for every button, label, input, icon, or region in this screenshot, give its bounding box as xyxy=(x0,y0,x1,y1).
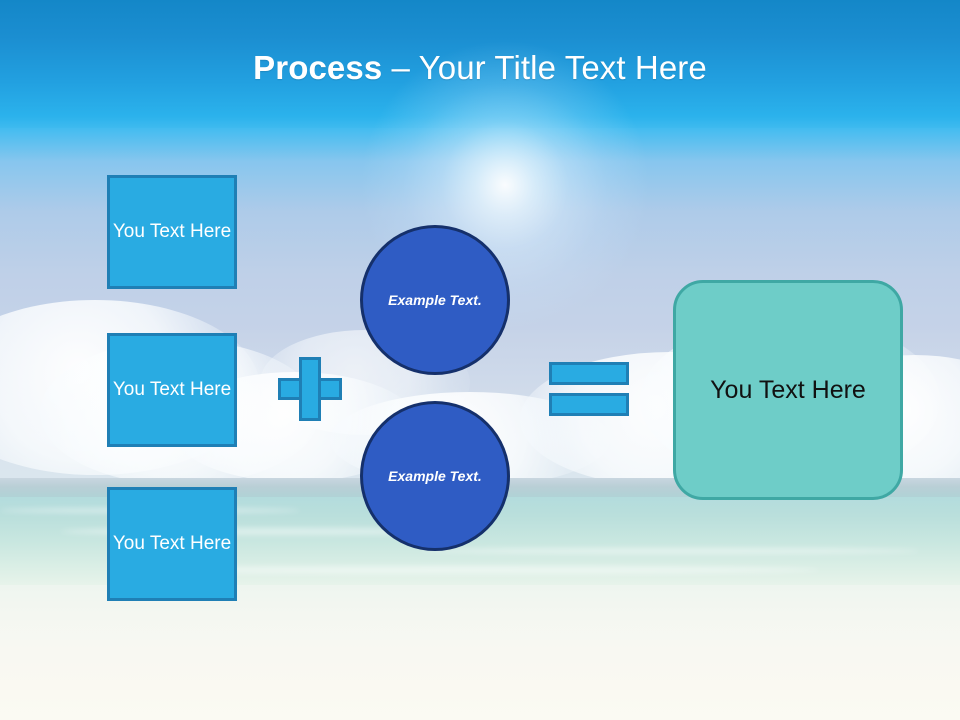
input-box-1[interactable]: You Text Here xyxy=(107,175,237,289)
page-title: Process – Your Title Text Here xyxy=(0,47,960,89)
page-title-rest: – Your Title Text Here xyxy=(382,49,707,86)
input-box-2-label: You Text Here xyxy=(112,379,232,400)
factor-circle-2[interactable]: Example Text. xyxy=(360,401,510,551)
beach-sand xyxy=(0,585,960,720)
result-box-label: You Text Here xyxy=(710,376,866,404)
input-box-2[interactable]: You Text Here xyxy=(107,333,237,447)
equals-top-bar xyxy=(549,362,629,385)
factor-circle-1[interactable]: Example Text. xyxy=(360,225,510,375)
factor-circle-2-label: Example Text. xyxy=(388,467,482,484)
result-box[interactable]: You Text Here xyxy=(673,280,903,500)
plus-center-fill xyxy=(302,381,318,397)
input-box-3[interactable]: You Text Here xyxy=(107,487,237,601)
equals-bottom-bar xyxy=(549,393,629,416)
factor-circle-1-label: Example Text. xyxy=(388,291,482,308)
page-title-bold: Process xyxy=(253,49,383,86)
plus-icon xyxy=(278,357,342,421)
input-box-3-label: You Text Here xyxy=(112,533,232,554)
input-box-1-label: You Text Here xyxy=(112,221,232,242)
equals-icon xyxy=(549,362,629,416)
